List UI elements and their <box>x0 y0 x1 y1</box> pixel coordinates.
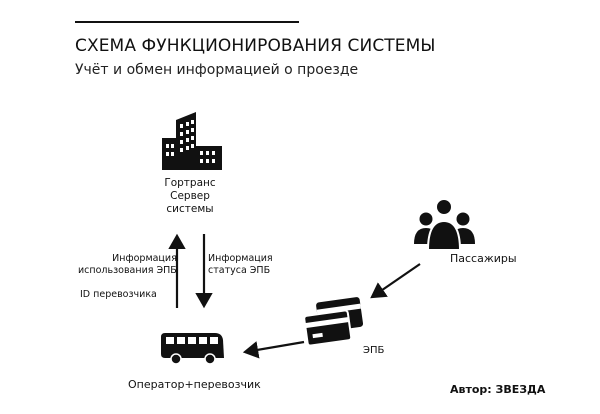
status-info-label: Информация статуса ЭПБ <box>208 253 273 277</box>
usage-info-line-2: использования ЭПБ <box>78 265 177 276</box>
author-credit: Автор: ЗВЕЗДА <box>450 383 546 396</box>
page-subtitle: Учёт и обмен информацией о проезде <box>75 62 359 78</box>
server-label-line-3: системы <box>166 203 214 215</box>
server-label: Гортранс Сервер системы <box>150 177 230 216</box>
title-rule <box>75 21 299 23</box>
arrow-cards-to-operator <box>242 340 305 359</box>
usage-info-label: Информация использования ЭПБ <box>78 253 177 277</box>
server-label-line-1: Гортранс <box>164 177 216 189</box>
office-building-icon <box>162 112 222 170</box>
server-label-line-2: Сервер <box>170 190 210 202</box>
cards-label: ЭПБ <box>363 345 385 356</box>
status-info-line-1: Информация <box>208 253 273 264</box>
bus-icon <box>161 333 224 365</box>
operator-label: Оператор+перевозчик <box>128 378 261 391</box>
status-info-line-2: статуса ЭПБ <box>208 265 271 276</box>
passengers-label: Пассажиры <box>450 252 517 265</box>
page-title: СХЕМА ФУНКЦИОНИРОВАНИЯ СИСТЕМЫ <box>75 36 436 56</box>
people-group-icon <box>414 198 475 251</box>
usage-info-line-1: Информация <box>112 253 177 264</box>
arrow-passengers-to-cards <box>370 263 421 299</box>
carrier-id-label: ID перевозчика <box>80 289 157 300</box>
credit-cards-icon <box>303 297 364 347</box>
